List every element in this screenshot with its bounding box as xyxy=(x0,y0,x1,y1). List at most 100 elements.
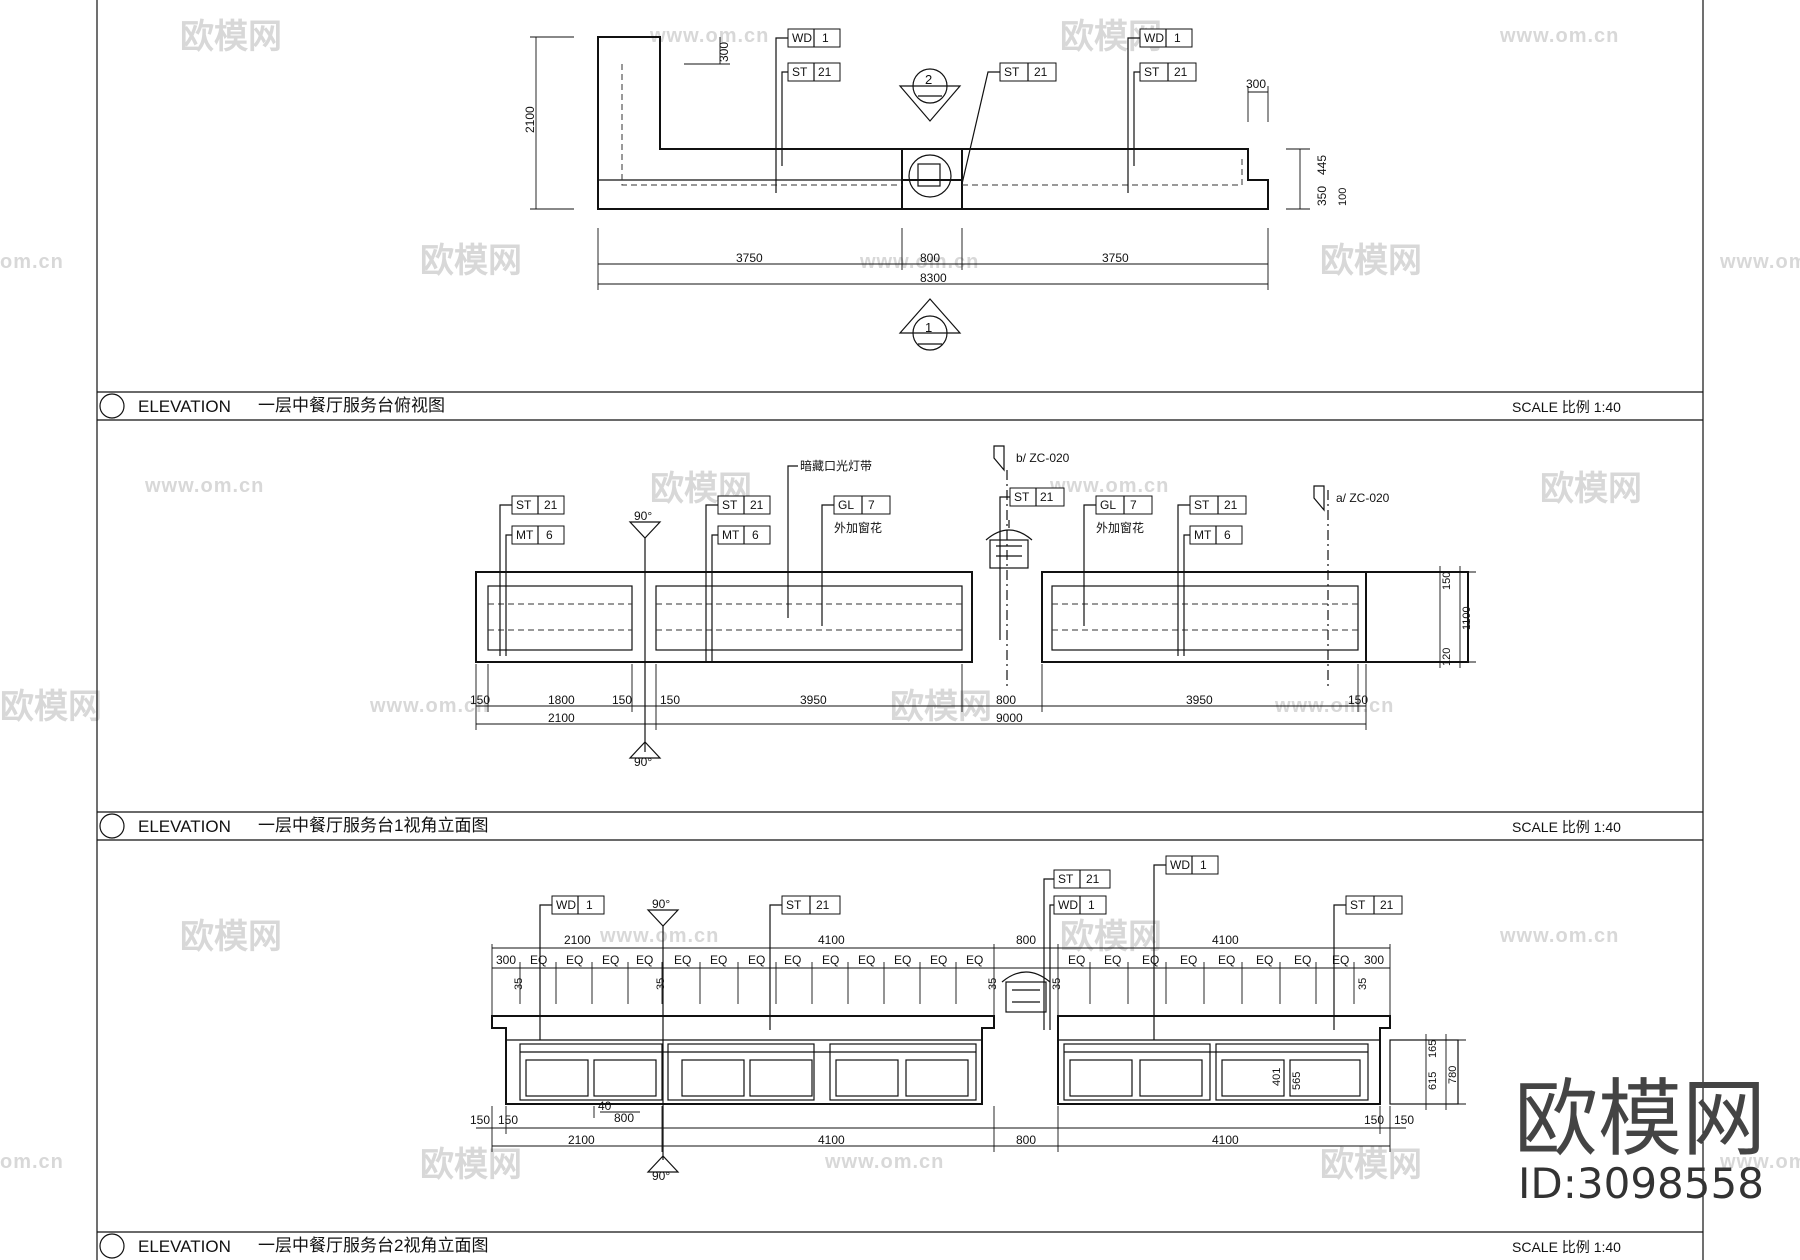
svg-text:WD: WD xyxy=(1170,858,1190,872)
watermark-url: www.om.cn xyxy=(369,695,489,717)
cabinet-row xyxy=(519,1043,1369,1101)
watermark-brand: 欧模网 xyxy=(1320,242,1422,280)
dim-label: 3750 xyxy=(736,251,763,265)
dim-label: 1100 xyxy=(1461,606,1473,630)
svg-text:90°: 90° xyxy=(634,509,652,523)
dim-label: 2100 xyxy=(568,1133,595,1147)
note-light-strip: 暗藏口光灯带 xyxy=(800,458,872,473)
dim-label: 150 xyxy=(1394,1113,1414,1127)
dim-label: 150 xyxy=(498,1113,518,1127)
svg-text:ST: ST xyxy=(792,65,808,79)
dim-label: 150 xyxy=(470,693,490,707)
svg-text:1: 1 xyxy=(1088,898,1095,912)
material-tag: WD 1 xyxy=(1127,28,1193,193)
dim-label: 150 xyxy=(470,1113,490,1127)
material-tag: WD 1 xyxy=(539,895,605,1040)
elevation-1: b/ ZC-020 a/ ZC-020 暗藏口光灯带 90° 90° ST 21… xyxy=(470,445,1476,769)
svg-text:21: 21 xyxy=(1034,65,1048,79)
svg-text:WD: WD xyxy=(1144,31,1164,45)
material-tag: MT 6 xyxy=(1183,525,1243,656)
svg-text:EQ: EQ xyxy=(566,953,583,967)
watermark-brand: 欧模网 xyxy=(180,918,282,956)
dim-label: 300 xyxy=(1364,953,1384,967)
svg-text:ST: ST xyxy=(1144,65,1160,79)
svg-text:ST: ST xyxy=(786,898,802,912)
dim-label: 800 xyxy=(614,1111,634,1125)
title-circle-icon xyxy=(99,813,125,839)
watermark-brand: 欧模网 xyxy=(420,1146,522,1184)
dim-label: 2100 xyxy=(548,711,575,725)
watermark-layer: 欧模网 欧模网 欧模网 欧模网 欧模网 欧模网 欧模网 欧模网 欧模网 欧模网 … xyxy=(0,18,1800,1184)
watermark-brand: 欧模网 xyxy=(1060,918,1162,956)
lattice-panel xyxy=(655,585,963,651)
watermark-brand: 欧模网 xyxy=(180,18,282,56)
watermark-brand: 欧模网 xyxy=(0,688,102,726)
title-bar-elev1: ELEVATION 一层中餐厅服务台1视角立面图 SCALE 比例 1:40 xyxy=(99,813,1621,839)
svg-text:MT: MT xyxy=(722,528,740,542)
svg-text:ST: ST xyxy=(1350,898,1366,912)
column-circle xyxy=(908,154,952,198)
material-tag: GL 7 外加窗花 xyxy=(1083,495,1153,626)
dim-label: 150 xyxy=(1364,1113,1384,1127)
material-tag: WD 1 xyxy=(1153,855,1219,1040)
title-cn: 一层中餐厅服务台2视角立面图 xyxy=(258,1236,488,1255)
elevation-2: 2100 4100 800 4100 300 300 EQ EQ EQ EQ E… xyxy=(470,855,1466,1183)
dim-label: 35 xyxy=(1357,978,1369,990)
svg-text:90°: 90° xyxy=(652,897,670,911)
svg-text:21: 21 xyxy=(1040,490,1054,504)
material-tag: MT 6 xyxy=(711,525,771,662)
title-cn: 一层中餐厅服务台1视角立面图 xyxy=(258,816,488,835)
material-tag: GL 7 外加窗花 xyxy=(821,495,891,626)
svg-text:EQ: EQ xyxy=(530,953,547,967)
svg-text:2: 2 xyxy=(925,72,932,87)
material-tag: WD 1 xyxy=(775,28,841,193)
svg-text:1: 1 xyxy=(822,31,829,45)
section-marker-icon: 2 xyxy=(898,68,962,122)
scale-label: SCALE 比例 1:40 xyxy=(1512,819,1621,835)
svg-text:EQ: EQ xyxy=(894,953,911,967)
sheet-frame xyxy=(96,0,1704,1260)
svg-text:EQ: EQ xyxy=(930,953,947,967)
dim-label: 150 xyxy=(1441,572,1453,590)
dim-label: 800 xyxy=(920,251,940,265)
material-tag: MT 6 xyxy=(505,525,565,656)
svg-text:WD: WD xyxy=(556,898,576,912)
svg-text:WD: WD xyxy=(792,31,812,45)
watermark-url: www.om.cn xyxy=(599,925,719,947)
dim-label: 800 xyxy=(1016,1133,1036,1147)
logo-text: 欧模网 xyxy=(1514,1070,1766,1168)
svg-text:1: 1 xyxy=(925,320,932,335)
scale-label: SCALE 比例 1:40 xyxy=(1512,399,1621,415)
svg-text:21: 21 xyxy=(544,498,558,512)
title-circle-icon xyxy=(99,393,125,419)
watermark-url: www.om.cn xyxy=(1719,1151,1800,1173)
svg-text:ST: ST xyxy=(1058,872,1074,886)
watermark-brand: 欧模网 xyxy=(890,688,992,726)
svg-text:EQ: EQ xyxy=(674,953,691,967)
dim-label: 1800 xyxy=(548,693,575,707)
svg-text:EQ: EQ xyxy=(1256,953,1273,967)
svg-text:6: 6 xyxy=(752,528,759,542)
watermark-url: om.cn xyxy=(0,251,64,273)
lattice-panel xyxy=(487,585,633,651)
svg-text:EQ: EQ xyxy=(1104,953,1121,967)
material-tag: ST 21 xyxy=(781,62,841,166)
logo-id: ID:3098558 xyxy=(1518,1159,1764,1208)
note-window-flower: 外加窗花 xyxy=(834,520,882,535)
svg-text:6: 6 xyxy=(546,528,553,542)
svg-text:1: 1 xyxy=(586,898,593,912)
svg-text:EQ: EQ xyxy=(822,953,839,967)
svg-text:EQ: EQ xyxy=(858,953,875,967)
counter-body-left xyxy=(475,571,973,663)
svg-text:MT: MT xyxy=(1194,528,1212,542)
svg-text:90°: 90° xyxy=(634,755,652,769)
svg-text:GL: GL xyxy=(838,498,854,512)
title-circle-icon xyxy=(99,1233,125,1259)
dim-label: 350 xyxy=(1315,186,1329,206)
dim-label: 40 xyxy=(598,1099,612,1113)
material-tag: WD 1 xyxy=(1049,895,1107,1030)
watermark-url: www.om.cn xyxy=(1049,475,1169,497)
svg-text:21: 21 xyxy=(1174,65,1188,79)
title-bar-elev2: ELEVATION 一层中餐厅服务台2视角立面图 SCALE 比例 1:40 xyxy=(99,1233,1621,1259)
